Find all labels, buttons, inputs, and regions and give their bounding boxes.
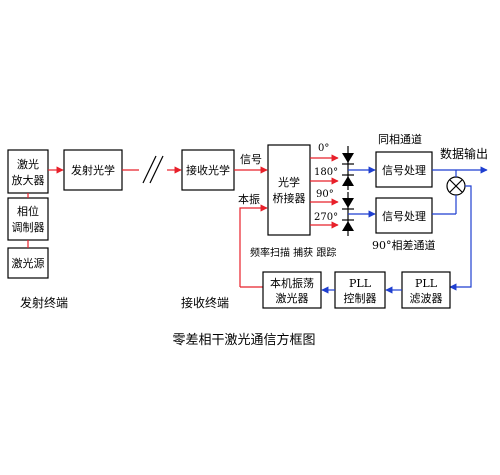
block-laser-source: 激光源 — [7, 247, 49, 279]
signal-label: 信号 — [240, 153, 262, 166]
label-270deg: 270° — [314, 212, 338, 223]
photodiode-top-pair — [342, 146, 354, 190]
block-lo-laser: 本机振荡 激光器 — [262, 271, 322, 309]
label-180deg: 180° — [314, 167, 338, 178]
laser-source-label: 激光源 — [12, 256, 45, 270]
rx-optics-label: 接收光学 — [186, 163, 230, 177]
block-laser-amplifier: 激光 放大器 — [7, 149, 49, 194]
quadrature-channel-label: 90°相差通道 — [372, 238, 436, 252]
optical-bridge-label-line2: 桥接器 — [273, 192, 306, 205]
pll-filter-label-line2: 滤波器 — [410, 292, 443, 305]
laser-amplifier-label-line1: 激光 — [17, 157, 39, 171]
arrow-mixer-to-pll-filter — [449, 185, 472, 291]
lo-laser-label-line2: 激光器 — [276, 291, 309, 305]
pll-controller-label-line1: PLL — [349, 277, 372, 290]
block-phase-modulator: 相位 调制器 — [7, 197, 49, 241]
figure-caption: 零差相干激光通信方框图 — [172, 332, 315, 348]
label-0deg: 0° — [318, 143, 329, 154]
data-output-label: 数据输出 — [440, 146, 488, 161]
pll-filter-label-line1: PLL — [415, 277, 438, 290]
scan-acquire-track-label: 频率扫描 捕获 跟踪 — [250, 246, 336, 259]
local-osc-label: 本振 — [238, 192, 260, 206]
in-phase-channel-label: 同相通道 — [378, 132, 422, 146]
block-signal-processing-1: 信号处理 — [375, 151, 433, 188]
pll-controller-label-line2: 控制器 — [344, 291, 377, 305]
signal-processing-2-label: 信号处理 — [382, 210, 426, 223]
label-90deg: 90° — [316, 189, 334, 200]
block-rx-optics: 接收光学 — [181, 149, 235, 191]
signal-processing-1-label: 信号处理 — [382, 164, 426, 177]
rx-terminal-label: 接收终端 — [181, 295, 229, 310]
laser-amplifier-label-line2: 放大器 — [12, 173, 45, 187]
tx-terminal-label: 发射终端 — [20, 295, 68, 310]
optical-bridge-label-line1: 光学 — [278, 175, 300, 189]
arrow-local-osc-to-bridge — [239, 204, 268, 287]
free-space-slash-1 — [142, 155, 157, 184]
block-tx-optics: 发射光学 — [63, 149, 123, 191]
free-space-slash-2 — [149, 155, 164, 184]
block-signal-processing-2: 信号处理 — [375, 197, 433, 234]
block-pll-filter: PLL 滤波器 — [401, 271, 451, 309]
block-optical-bridge: 光学 桥接器 — [267, 144, 311, 236]
block-pll-controller: PLL 控制器 — [334, 271, 386, 309]
phase-modulator-label-line1: 相位 — [17, 204, 39, 218]
mixer-multiplier — [446, 176, 466, 196]
lo-laser-label-line1: 本机振荡 — [270, 276, 314, 290]
tx-optics-label: 发射光学 — [71, 163, 115, 177]
phase-modulator-label-line2: 调制器 — [12, 221, 45, 234]
